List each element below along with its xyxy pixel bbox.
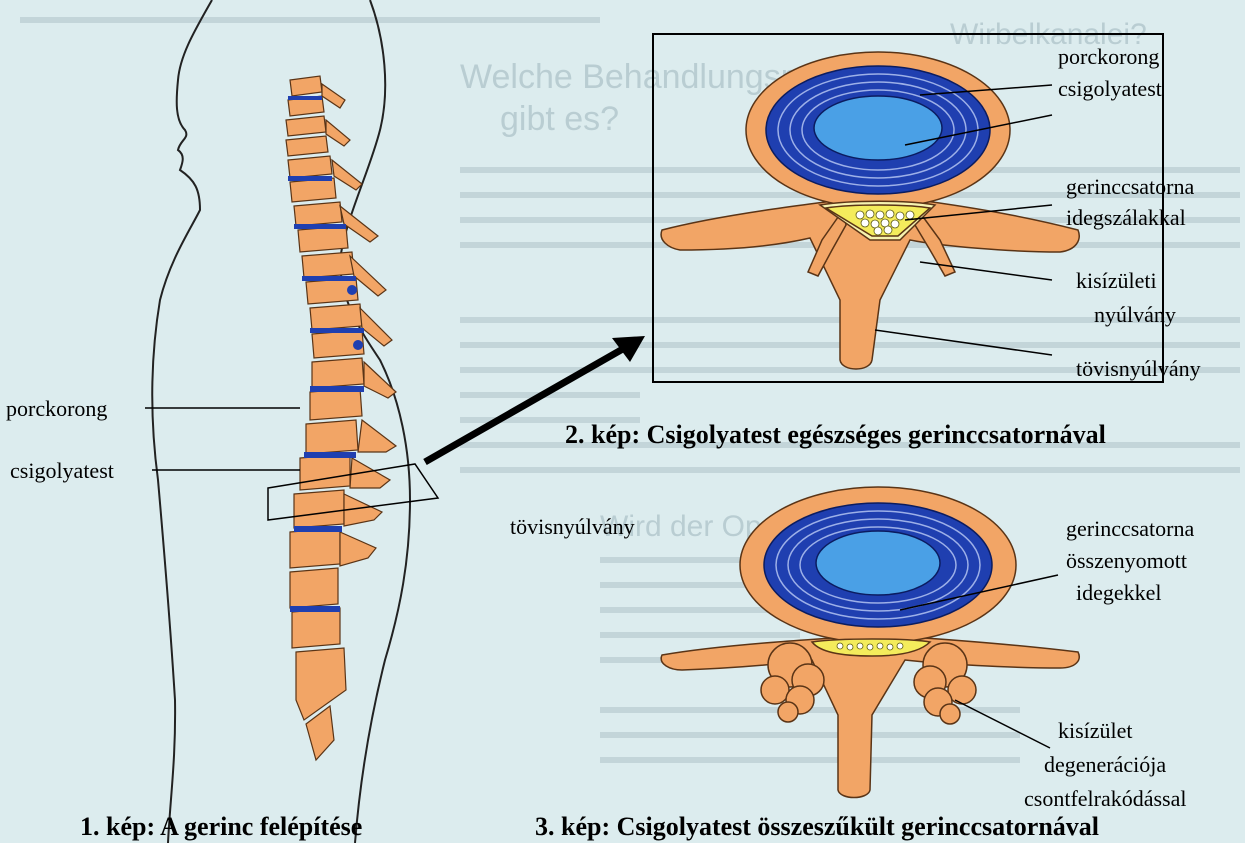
caption-image-3: 3. kép: Csigolyatest összeszűkült gerinc… <box>535 812 1099 842</box>
label-nyulvany: nyúlvány <box>1094 302 1176 328</box>
label-tovisnyulvany-right: tövisnyúlvány <box>1076 356 1201 382</box>
label-idegekkel: idegekkel <box>1076 580 1162 606</box>
label-csontfelrakodassal: csontfelrakódással <box>1024 786 1187 812</box>
caption-image-1: 1. kép: A gerinc felépítése <box>80 812 362 842</box>
label-degeneracioja: degenerációja <box>1044 752 1166 778</box>
label-tovisnyulvany-mid: tövisnyúlvány <box>510 514 635 540</box>
label-gerinccsatorna-2: gerinccsatorna <box>1066 516 1194 542</box>
label-idegszalakkal: idegszálakkal <box>1066 205 1186 231</box>
label-csigolyatest-left: csigolyatest <box>10 458 114 484</box>
label-porckorong-top: porckorong <box>1058 44 1159 70</box>
body-silhouette <box>152 0 212 843</box>
label-porckorong-left: porckorong <box>6 396 107 422</box>
label-kisizulet: kisízület <box>1058 718 1133 744</box>
caption-image-2: 2. kép: Csigolyatest egészséges gerinccs… <box>565 420 1106 450</box>
vertebra-narrowed <box>661 487 1079 798</box>
label-kisizuleti: kisízületi <box>1076 268 1157 294</box>
label-gerinccsatorna-1: gerinccsatorna <box>1066 174 1194 200</box>
spine <box>286 76 396 760</box>
label-osszenyomott: összenyomott <box>1066 548 1187 574</box>
label-csigolyatest-top: csigolyatest <box>1058 76 1162 102</box>
